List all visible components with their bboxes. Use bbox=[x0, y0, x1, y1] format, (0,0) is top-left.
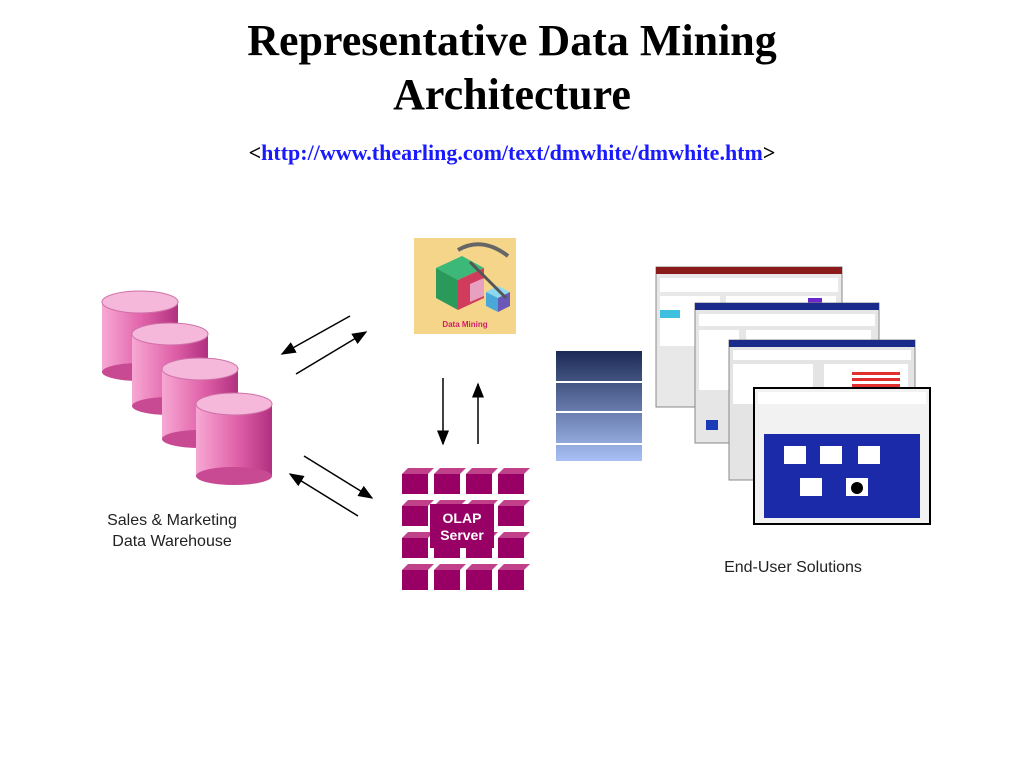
olap-cube bbox=[434, 570, 460, 590]
mining-olap-arrows bbox=[437, 378, 484, 446]
warehouse-caption-line-2: Data Warehouse bbox=[112, 533, 232, 550]
url-close-bracket: > bbox=[762, 140, 776, 165]
olap-label-line-1: OLAP bbox=[443, 510, 482, 526]
olap-cube bbox=[402, 506, 428, 526]
olap-cube bbox=[402, 538, 428, 558]
title-line-1: Representative Data Mining bbox=[247, 16, 777, 65]
olap-cube-top bbox=[402, 532, 434, 538]
olap-cube bbox=[434, 474, 460, 494]
olap-cube-top bbox=[498, 468, 530, 474]
olap-server-icon bbox=[402, 468, 530, 590]
olap-cube bbox=[402, 570, 428, 590]
warehouse-caption-line-1: Sales & Marketing bbox=[107, 512, 237, 529]
arrow-to-warehouse-upper bbox=[280, 315, 351, 355]
warehouse-mining-arrows bbox=[280, 315, 368, 375]
olap-cube bbox=[498, 570, 524, 590]
page-title: Representative Data Mining Architecture bbox=[0, 14, 1024, 122]
olap-cube-top bbox=[402, 564, 434, 570]
source-url-line: <http://www.thearling.com/text/dmwhite/d… bbox=[0, 140, 1024, 166]
olap-cube bbox=[498, 538, 524, 558]
cylinder-4 bbox=[195, 392, 273, 485]
url-open-bracket: < bbox=[248, 140, 262, 165]
olap-cube-top bbox=[498, 500, 530, 506]
olap-cube bbox=[466, 570, 492, 590]
connector-band bbox=[556, 351, 642, 461]
olap-cube-top bbox=[434, 564, 466, 570]
olap-cube-top bbox=[402, 468, 434, 474]
data-mining-icon: Data Mining bbox=[414, 238, 516, 334]
olap-cube bbox=[498, 474, 524, 494]
source-url-link[interactable]: http://www.thearling.com/text/dmwhite/dm… bbox=[261, 140, 763, 165]
data-mining-label: Data Mining bbox=[442, 320, 487, 329]
olap-cube bbox=[402, 474, 428, 494]
title-line-2: Architecture bbox=[393, 70, 631, 119]
arrow-to-olap bbox=[303, 455, 374, 499]
olap-cube bbox=[466, 474, 492, 494]
olap-label-line-2: Server bbox=[440, 527, 484, 543]
olap-cube-top bbox=[498, 564, 530, 570]
arrow-to-warehouse-lower bbox=[288, 473, 359, 517]
olap-cube-top bbox=[498, 532, 530, 538]
olap-cube-top bbox=[402, 500, 434, 506]
warehouse-caption: Sales & Marketing Data Warehouse bbox=[82, 510, 262, 552]
olap-cube-top bbox=[434, 468, 466, 474]
end-user-caption: End-User Solutions bbox=[724, 559, 862, 576]
olap-cube-top bbox=[466, 564, 498, 570]
warehouse-olap-arrows bbox=[288, 455, 374, 517]
olap-label-panel bbox=[430, 504, 494, 548]
screen-4 bbox=[753, 387, 931, 525]
arrow-to-mining bbox=[295, 331, 368, 375]
end-user-solutions-screens bbox=[655, 266, 931, 525]
data-warehouse-icon bbox=[101, 290, 273, 485]
olap-cube-top bbox=[466, 468, 498, 474]
olap-cube bbox=[498, 506, 524, 526]
